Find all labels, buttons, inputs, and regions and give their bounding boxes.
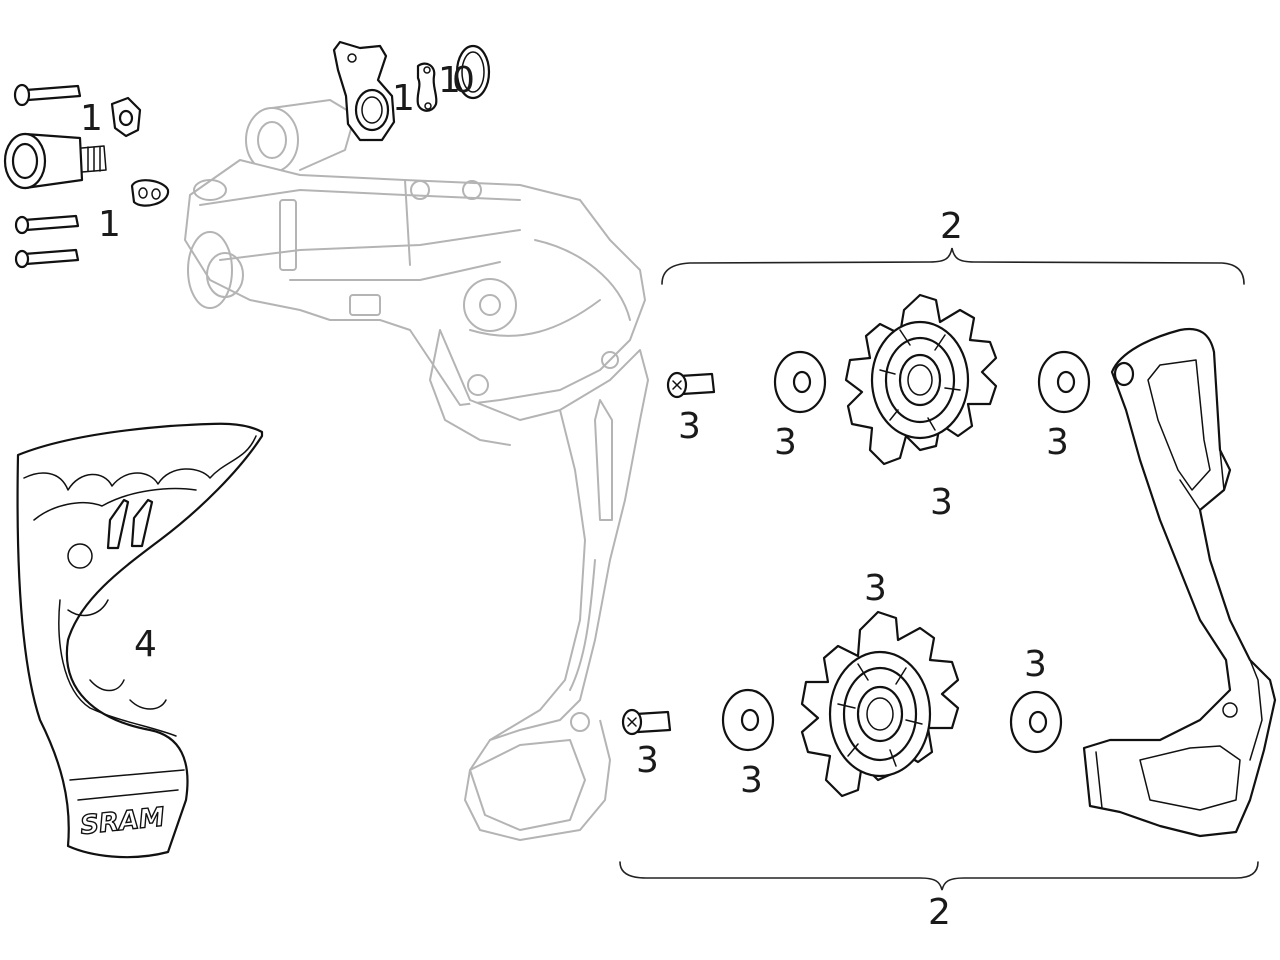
b-knuckle-icon (332, 40, 396, 142)
screw-icon (14, 248, 80, 269)
cable-stop-bracket-icon (110, 96, 142, 138)
hardware-kit-group: 1 1 (3, 83, 170, 269)
upper-pulley-bolt-icon (666, 371, 716, 399)
upper-washer-left-icon (773, 350, 827, 414)
o-ring-icon (455, 44, 491, 100)
pulley-kit-bottom-label: 2 (928, 892, 951, 933)
lower-washer-left-label: 3 (740, 760, 763, 801)
chain-gap-tool-group: 11 SRAM 4 (16, 422, 264, 859)
cable-hardware-label-a: 1 (392, 78, 415, 119)
lower-pulley-wheel-icon (800, 610, 960, 798)
chain-gap-label: 4 (134, 624, 157, 665)
upper-pulley-wheel-icon (844, 293, 998, 466)
lower-washer-right-icon (1009, 690, 1063, 754)
pulley-kit-brace-bottom (619, 861, 1259, 891)
hardware-screws-label: 1 (98, 204, 121, 245)
lower-pulley-label: 3 (864, 568, 887, 609)
spacer-washer-icon (130, 179, 170, 207)
screw-icon (14, 214, 80, 235)
lower-washer-left-icon (721, 688, 775, 752)
upper-bolt-label: 3 (678, 406, 701, 447)
o-ring-label: 0 (452, 60, 475, 101)
upper-washer-right-icon (1037, 350, 1091, 414)
gap-tool-mark: 11 (106, 498, 154, 550)
lower-bolt-label: 3 (636, 740, 659, 781)
cable-clip-icon (416, 62, 438, 112)
upper-pulley-label: 3 (930, 482, 953, 523)
cable-hardware-label-b: 1 (438, 60, 461, 101)
pulley-kit-top-label: 2 (940, 206, 963, 247)
lower-pulley-bolt-icon (621, 708, 672, 736)
mount-bushing-icon (3, 132, 107, 190)
hardware-bolt-label: 1 (80, 98, 103, 139)
upper-washer-right-label: 3 (1046, 422, 1069, 463)
cable-hardware-group: 1 1 0 (332, 40, 491, 142)
upper-washer-left-label: 3 (774, 422, 797, 463)
pulley-kit-brace-top (661, 247, 1245, 285)
outer-cage-plate-icon (1082, 327, 1277, 838)
mount-bolt-icon (13, 83, 82, 107)
derailleur-body-ghost (184, 99, 649, 841)
lower-washer-right-label: 3 (1024, 644, 1047, 685)
